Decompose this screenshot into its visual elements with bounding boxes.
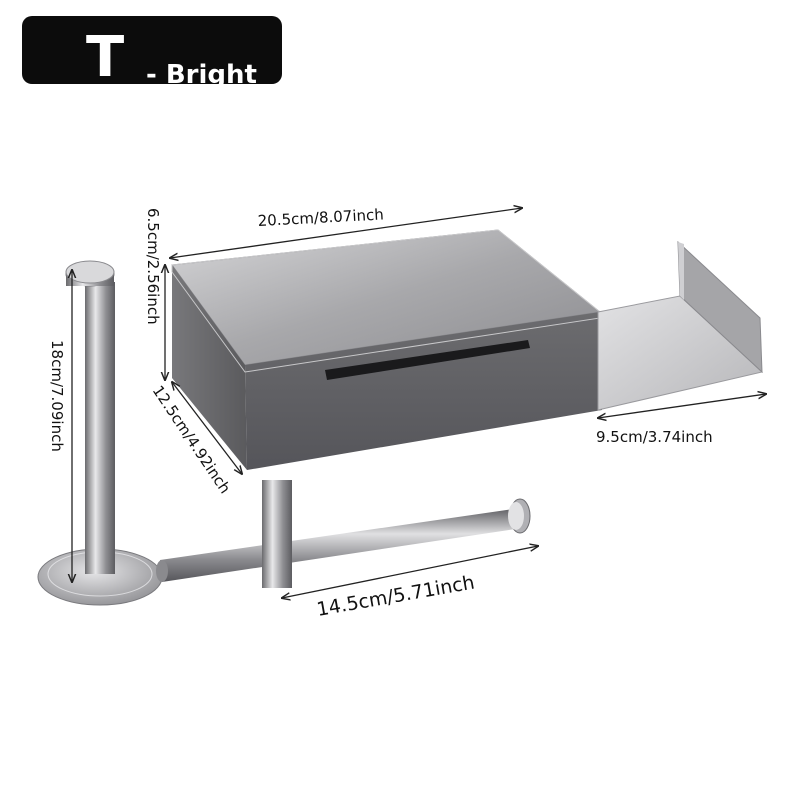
stand-height-label: 18cm/7.09inch [48,340,66,452]
variant-badge: T - Bright [22,16,282,90]
storage-box [171,229,602,470]
toilet-roll-bar [156,480,531,588]
shelf-width-label: 9.5cm/3.74inch [596,428,713,446]
box-length-label: 20.5cm/8.07inch [257,205,384,230]
phone-shelf [597,240,764,411]
bar-length-label: 14.5cm/5.71inch [315,572,476,621]
dimension-lines [72,208,766,598]
variant-letter: T [86,25,126,90]
box-height-label: 6.5cm/2.56inch [144,208,162,325]
variant-name: - Bright [146,60,257,90]
